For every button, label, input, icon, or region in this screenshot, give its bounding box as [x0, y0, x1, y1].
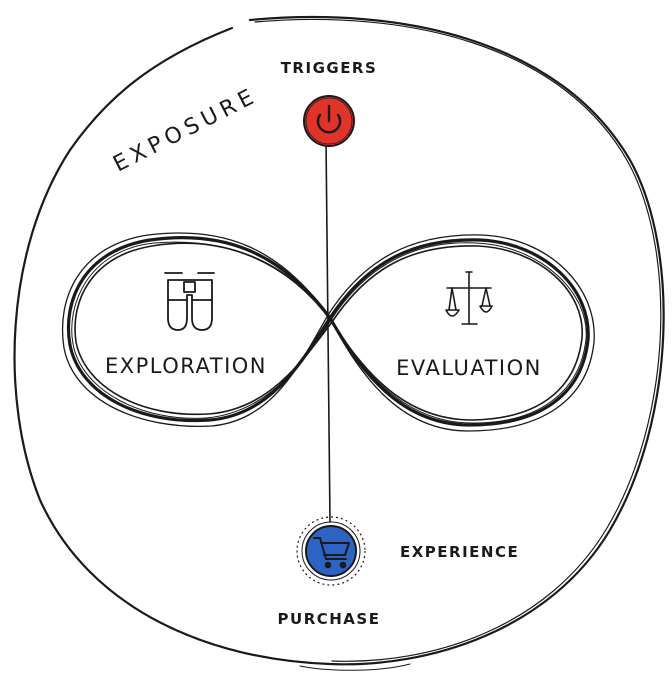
power-icon	[316, 104, 342, 134]
infinity-loop	[61, 232, 595, 432]
evaluation-label: EVALUATION	[396, 356, 542, 380]
shopping-cart-icon	[313, 537, 350, 569]
scales-icon	[445, 271, 493, 325]
triggers-label: TRIGGERS	[281, 59, 378, 77]
journey-connector-line	[325, 139, 331, 523]
purchase-node	[296, 516, 366, 586]
exposure-label: EXPOSURE	[109, 83, 262, 177]
purchase-label: PURCHASE	[278, 610, 381, 628]
exposure-boundary	[13, 15, 665, 671]
trigger-node	[303, 95, 355, 147]
binoculars-icon	[164, 272, 215, 331]
exploration-label: EXPLORATION	[105, 354, 267, 378]
experience-label: EXPERIENCE	[400, 543, 519, 561]
